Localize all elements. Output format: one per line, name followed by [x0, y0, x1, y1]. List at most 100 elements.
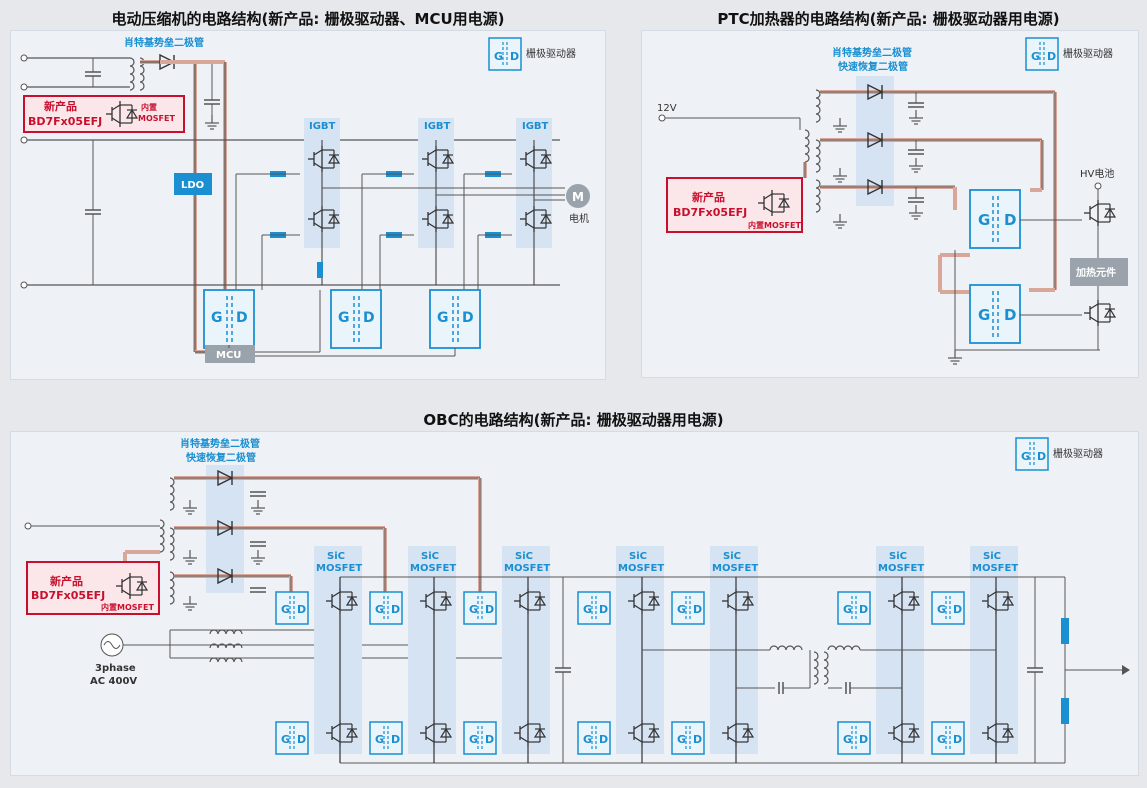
compressor-circuit: G D 栅极驱动器 肖特基势垒二极管	[20, 36, 590, 363]
mcu-label: MCU	[216, 350, 241, 361]
obc-gd-d-9: D	[391, 733, 400, 746]
obc-gd-d-1: D	[297, 603, 306, 616]
obc-gd-g-10: G	[469, 733, 478, 746]
obc-gd-d-5: D	[693, 603, 702, 616]
ptc-gd-2-g: G	[978, 306, 990, 324]
sic-label-3b: MOSFET	[504, 563, 550, 574]
obc-mosfet-note: 内置MOSFET	[101, 602, 154, 612]
obc-gd-d-2: D	[391, 603, 400, 616]
ptc-title: PTC加热器的电路结构(新产品: 栅极驱动器用电源)	[717, 10, 1060, 28]
obc-gd-g-7: G	[937, 603, 946, 616]
sic-label-2a: SiC	[421, 551, 439, 562]
ptc-gd-2-d: D	[1004, 306, 1016, 324]
heater-label: 加热元件	[1075, 266, 1116, 279]
compressor-gd-3-g: G	[437, 310, 449, 326]
ptc-product-box	[666, 177, 803, 233]
ptc-mosfet-note: 内置MOSFET	[748, 220, 801, 230]
igbt-label-2: IGBT	[424, 121, 451, 132]
obc-gd-g-14: G	[937, 733, 946, 746]
compressor-mosfet-note-1: 内置	[141, 102, 157, 112]
obc-gd-d-7: D	[953, 603, 962, 616]
obc-gd-g-12: G	[677, 733, 686, 746]
obc-diode-label-2: 快速恢复二极管	[185, 451, 256, 464]
obc-gd-g-1: G	[281, 603, 290, 616]
compressor-product-box	[23, 95, 185, 133]
igbt-label-3: IGBT	[522, 121, 549, 132]
ldo-block	[174, 173, 212, 195]
obc-legend-label: 栅极驱动器	[1053, 447, 1103, 460]
sic-label-1a: SiC	[327, 551, 345, 562]
obc-gd-d-10: D	[485, 733, 494, 746]
mcu-block	[205, 345, 255, 363]
hv-battery-label: HV电池	[1080, 167, 1114, 180]
obc-gd-d-12: D	[693, 733, 702, 746]
compressor-gd-2-d: D	[363, 310, 375, 326]
sic-label-4a: SiC	[629, 551, 647, 562]
obc-legend-d: D	[1037, 450, 1046, 463]
obc-gd-g-13: G	[843, 733, 852, 746]
sic-label-1b: MOSFET	[316, 563, 362, 574]
obc-gd-d-6: D	[859, 603, 868, 616]
obc-gd-g-9: G	[375, 733, 384, 746]
ldo-label: LDO	[181, 180, 204, 191]
motor-label: 电机	[569, 212, 589, 225]
ptc-gd-1-g: G	[978, 211, 990, 229]
obc-gd-d-13: D	[859, 733, 868, 746]
obc-gd-d-4: D	[599, 603, 608, 616]
compressor-title: 电动压缩机的电路结构(新产品: 栅极驱动器、MCU用电源)	[111, 10, 505, 28]
sic-label-7a: SiC	[983, 551, 1001, 562]
obc-source-label-1: 3phase	[95, 663, 136, 674]
obc-gd-g-6: G	[843, 603, 852, 616]
sic-label-3a: SiC	[515, 551, 533, 562]
obc-gd-g-4: G	[583, 603, 592, 616]
compressor-gd-2-g: G	[338, 310, 350, 326]
ptc-product-label-2: BD7Fx05EFJ	[673, 206, 747, 219]
sic-label-5b: MOSFET	[712, 563, 758, 574]
ptc-voltage-label: 12V	[657, 103, 677, 114]
obc-legend-g: G	[1021, 450, 1030, 463]
sic-label-7b: MOSFET	[972, 563, 1018, 574]
obc-gd-d-14: D	[953, 733, 962, 746]
compressor-gd-3-d: D	[462, 310, 474, 326]
obc-gd-g-8: G	[281, 733, 290, 746]
obc-gd-g-2: G	[375, 603, 384, 616]
obc-source-label-2: AC 400V	[90, 676, 137, 687]
sic-label-5a: SiC	[723, 551, 741, 562]
compressor-product-label-1: 新产品	[44, 99, 77, 113]
sic-label-2b: MOSFET	[410, 563, 456, 574]
obc-product-box	[26, 561, 160, 615]
ptc-product-label-1: 新产品	[692, 190, 725, 204]
sic-label-6b: MOSFET	[878, 563, 924, 574]
ptc-legend-label: 栅极驱动器	[1063, 47, 1113, 60]
obc-title: OBC的电路结构(新产品: 栅极驱动器用电源)	[423, 411, 724, 429]
compressor-diode-label: 肖特基势垒二极管	[124, 36, 204, 49]
obc-gd-d-3: D	[485, 603, 494, 616]
compressor-product-label-2: BD7Fx05EFJ	[28, 115, 102, 128]
motor-symbol	[566, 184, 590, 208]
motor-letter: M	[572, 190, 584, 204]
gd-d-label: D	[510, 50, 519, 63]
obc-gd-g-3: G	[469, 603, 478, 616]
obc-diode-label-1: 肖特基势垒二极管	[180, 437, 260, 450]
ptc-diode-label-2: 快速恢复二极管	[837, 60, 908, 73]
gd-g-label: G	[494, 50, 503, 63]
compressor-gd-1-g: G	[211, 310, 223, 326]
obc-gd-g-5: G	[677, 603, 686, 616]
compressor-mosfet-note-2: MOSFET	[138, 114, 175, 123]
igbt-label-1: IGBT	[309, 121, 336, 132]
obc-circuit: G D 栅极驱动器 肖特基势垒二极管 快速恢复二极管	[24, 437, 1130, 764]
compressor-gd-1-d: D	[236, 310, 248, 326]
obc-product-label-1: 新产品	[50, 574, 83, 588]
compressor-legend-label: 栅极驱动器	[526, 47, 576, 60]
ptc-gd-1-d: D	[1004, 211, 1016, 229]
sic-label-6a: SiC	[889, 551, 907, 562]
sic-label-4b: MOSFET	[618, 563, 664, 574]
ptc-circuit: G D 栅极驱动器 肖特基势垒二极管 快速恢复二极管 12V	[657, 37, 1128, 365]
ptc-legend-g: G	[1031, 50, 1040, 63]
ptc-legend-d: D	[1047, 50, 1056, 63]
obc-product-label-2: BD7Fx05EFJ	[31, 589, 105, 602]
obc-gd-d-11: D	[599, 733, 608, 746]
heater-block	[1070, 258, 1128, 286]
obc-gd-d-8: D	[297, 733, 306, 746]
